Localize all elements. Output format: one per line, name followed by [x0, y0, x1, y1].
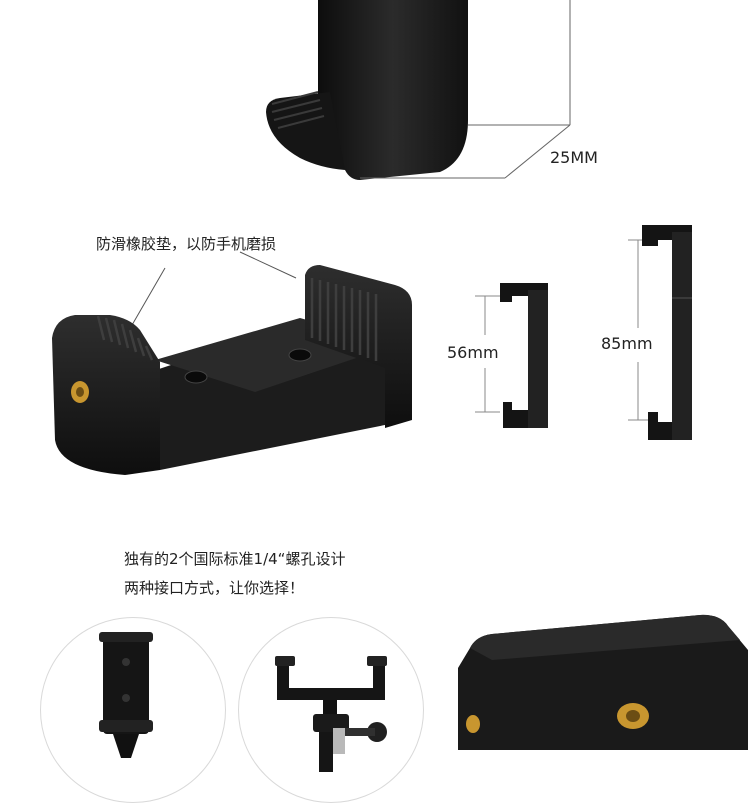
- interface-line-2: 两种接口方式，让你选择！: [124, 579, 305, 597]
- size-large-label: 85mm: [601, 334, 653, 353]
- antislip-note: 防滑橡胶垫，以防手机磨损: [96, 235, 277, 253]
- clamp-size-large: [628, 225, 692, 440]
- clamp-size-small: [475, 283, 548, 428]
- top-clamp-image: [266, 0, 571, 180]
- clamp-side-image: [52, 265, 412, 475]
- interface-line-1: 独有的2个国际标准1/4“螺孔设计: [124, 550, 346, 568]
- antislip-callout-lines: [127, 251, 297, 333]
- horizontal-mount-image: [275, 656, 387, 772]
- size-small-label: 56mm: [447, 343, 499, 362]
- width-dimension-label: 25MM: [550, 148, 598, 167]
- brass-insert-closeup: [458, 614, 748, 750]
